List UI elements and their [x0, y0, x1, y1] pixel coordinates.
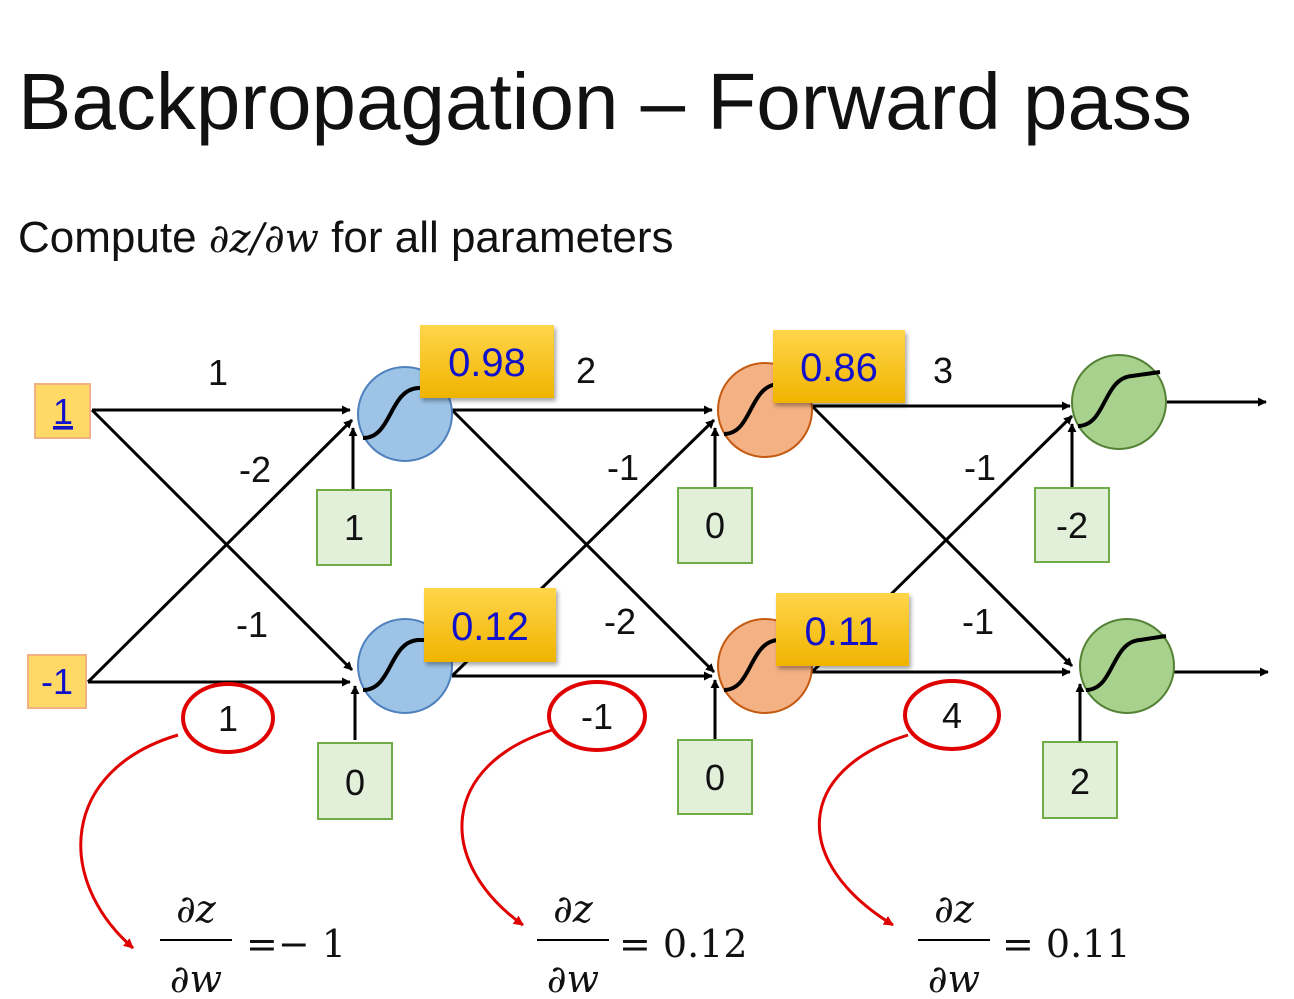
- derivative-formula-2: ∂z ∂w = 0.12: [537, 887, 748, 999]
- formula-denominator: ∂w: [170, 957, 222, 999]
- bias-value: -2: [1056, 505, 1088, 546]
- bias-box-l3-bottom: 2: [1042, 741, 1118, 819]
- activation-value: 0.12: [451, 605, 529, 649]
- weight-label: 4: [942, 695, 962, 736]
- weight-label: -2: [239, 449, 271, 490]
- formula-numerator: ∂z: [553, 887, 594, 931]
- weight-label: -1: [964, 447, 996, 488]
- sigmoid-icon: [362, 638, 431, 692]
- activation-box-l2-bottom: 0.11: [776, 593, 909, 666]
- input-value-2: -1: [41, 661, 73, 702]
- bias-box-l2-top: 0: [677, 487, 753, 564]
- weight-label: 2: [576, 350, 596, 391]
- weight-label: -2: [604, 601, 636, 642]
- activation-value: 0.98: [448, 341, 526, 385]
- activation-box-l1-top: 0.98: [420, 325, 554, 398]
- output-arrows: [1166, 397, 1269, 677]
- input-value-1: 1: [53, 391, 73, 432]
- activation-value: 0.86: [800, 346, 878, 390]
- formula-result: = 0.12: [619, 922, 748, 966]
- weight-label: 1: [218, 698, 238, 739]
- weight-label: -1: [962, 601, 994, 642]
- edge-in1-n12: [90, 408, 354, 672]
- highlighted-weight-3: 4: [903, 679, 1001, 751]
- bias-value: 2: [1070, 761, 1090, 802]
- sigmoid-icon: [1077, 370, 1161, 428]
- red-arrow-2: [460, 728, 553, 927]
- activation-box-l1-bottom: 0.12: [424, 588, 556, 662]
- bias-box-l1-top: 1: [316, 489, 392, 566]
- subtitle: Compute ∂z/∂w for all parameters: [18, 210, 674, 267]
- bias-box-l3-top: -2: [1034, 487, 1110, 563]
- weight-label: -1: [236, 604, 268, 645]
- weight-labels: 1 -2 -1 2 -1 -2 3 -1 -1: [208, 350, 996, 645]
- subtitle-suffix: for all parameters: [318, 213, 674, 262]
- highlighted-weight-1: 1: [181, 682, 275, 754]
- sigmoid-icon: [1085, 634, 1167, 692]
- bias-value: 0: [345, 762, 365, 803]
- derivative-formula-3: ∂z ∂w = 0.11: [918, 887, 1131, 999]
- bias-arrows: [348, 423, 1085, 742]
- input-box-1: 1: [34, 383, 91, 439]
- sigmoid-icon: [723, 638, 791, 692]
- input-box-2: -1: [27, 654, 87, 709]
- bias-value: 1: [344, 507, 364, 548]
- activation-box-l2-top: 0.86: [773, 330, 905, 403]
- subtitle-math: ∂z/∂w: [208, 216, 319, 262]
- highlighted-weight-2: -1: [547, 680, 647, 752]
- neuron-l3-bottom: [1079, 618, 1175, 714]
- bias-value: 0: [705, 757, 725, 798]
- red-curved-arrows: [79, 728, 909, 950]
- weight-label: 3: [933, 350, 953, 391]
- edge-in2-n11: [86, 418, 354, 684]
- activation-value: 0.11: [805, 610, 880, 654]
- slide-title: Backpropagation – Forward pass: [18, 57, 1192, 146]
- bias-box-l1-bottom: 0: [317, 742, 393, 820]
- red-arrow-3: [817, 733, 909, 927]
- neuron-l3-top: [1071, 354, 1167, 450]
- red-arrow-1: [79, 733, 179, 950]
- formula-result: =− 1: [246, 922, 346, 966]
- bias-value: 0: [705, 505, 725, 546]
- formula-numerator: ∂z: [934, 887, 975, 931]
- formula-numerator: ∂z: [176, 887, 217, 931]
- bias-box-l2-bottom: 0: [677, 739, 753, 815]
- formula-denominator: ∂w: [547, 957, 599, 999]
- layer1-connections: [86, 405, 354, 687]
- subtitle-prefix: Compute: [18, 213, 209, 262]
- sigmoid-icon: [362, 386, 431, 440]
- derivative-formula-1: ∂z ∂w =− 1: [160, 887, 346, 999]
- weight-label: -1: [581, 696, 613, 737]
- formula-result: = 0.11: [1002, 922, 1131, 966]
- edge-n11-n22: [450, 408, 716, 674]
- weight-label: -1: [607, 447, 639, 488]
- formula-denominator: ∂w: [928, 957, 980, 999]
- weight-label: 1: [208, 352, 228, 393]
- edge-n21-n32: [810, 404, 1074, 668]
